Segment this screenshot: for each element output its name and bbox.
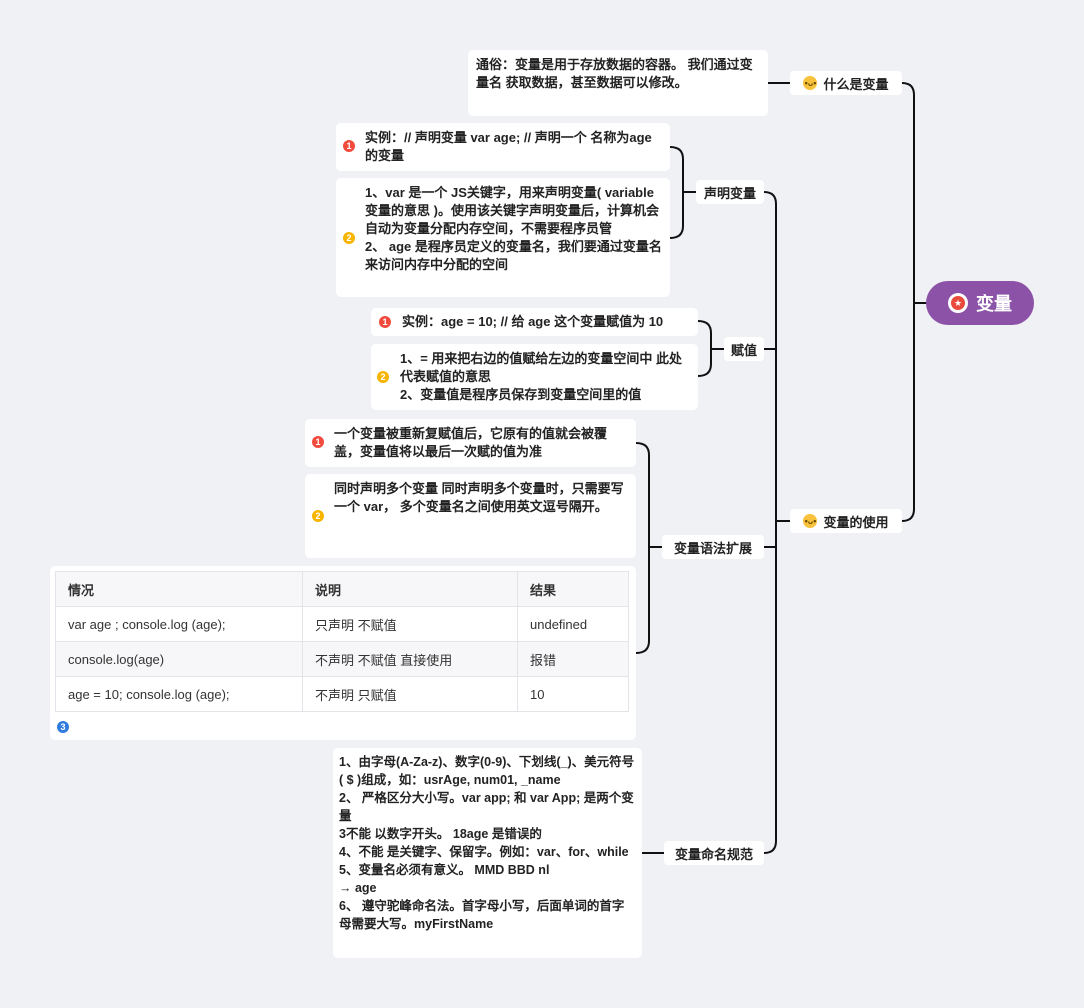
declare-item-2: 2 1、var 是一个 JS关键字，用来声明变量( variable 变量的意思… [336,178,670,297]
naming-note-text: 1、由字母(A-Za-z)、数字(0-9)、下划线(_)、美元符号( $ )组成… [339,755,635,931]
marker-2: 2 [312,510,324,522]
root-label: 变量 [976,294,1012,314]
thinking-face-icon: •ᴗ• [803,76,818,90]
marker-2: 2 [377,371,389,383]
table-cell: 10 [517,676,629,712]
table-cell: var age ; console.log (age); [55,606,303,642]
table-cell: console.log(age) [55,641,303,677]
table-row: console.log(age) 不声明 不赋值 直接使用 报错 [55,641,629,677]
star-icon: ★ [948,293,968,313]
assign-item-2-text: 1、= 用来把右边的值赋给左边的变量空间中 此处代表赋值的意思 2、变量值是程序… [400,351,683,402]
table-header-row: 情况 说明 结果 [55,571,629,607]
table-cell: 不声明 只赋值 [302,676,518,712]
syntax-item-1-text: 一个变量被重新复赋值后，它原有的值就会被覆盖，变量值将以最后一次赋的值为准 [334,426,608,459]
syntax-item-2: 2 同时声明多个变量 同时声明多个变量时，只需要写一个 var， 多个变量名之间… [305,474,636,558]
branch-assign-label: 赋值 [730,342,757,358]
branch-what-is[interactable]: •ᴗ• 什么是变量 [790,71,902,95]
marker-1: 1 [343,140,355,152]
branch-declare[interactable]: 声明变量 [696,180,764,204]
marker-1: 1 [379,316,391,328]
branch-usage[interactable]: •ᴗ• 变量的使用 [790,509,902,533]
declare-item-1-text: 实例：// 声明变量 var age; // 声明一个 名称为age 的变量 [365,130,652,163]
table-row: var age ; console.log (age); 只声明 不赋值 und… [55,606,629,642]
what-is-note: 通俗：变量是用于存放数据的容器。 我们通过变量名 获取数据，甚至数据可以修改。 [468,50,768,116]
naming-note: 1、由字母(A-Za-z)、数字(0-9)、下划线(_)、美元符号( $ )组成… [333,748,642,958]
branch-assign[interactable]: 赋值 [724,337,764,361]
table-header-cell: 情况 [55,571,303,607]
table-row: age = 10; console.log (age); 不声明 只赋值 10 [55,676,629,712]
table-cell: 只声明 不赋值 [302,606,518,642]
table-cell: undefined [517,606,629,642]
branch-declare-label: 声明变量 [703,185,756,201]
assign-item-2: 2 1、= 用来把右边的值赋给左边的变量空间中 此处代表赋值的意思 2、变量值是… [371,344,698,410]
branch-syntax-label: 变量语法扩展 [673,540,752,556]
declare-item-1: 1 实例：// 声明变量 var age; // 声明一个 名称为age 的变量 [336,123,670,171]
root-node[interactable]: ★ 变量 [926,281,1034,325]
branch-naming[interactable]: 变量命名规范 [664,841,764,865]
branch-naming-label: 变量命名规范 [674,846,753,862]
branch-usage-label: 变量的使用 [823,514,889,530]
table-header-cell: 说明 [302,571,518,607]
branch-what-is-label: 什么是变量 [823,76,889,92]
table-header-cell: 结果 [517,571,629,607]
table-cell: age = 10; console.log (age); [55,676,303,712]
marker-2: 2 [343,232,355,244]
var-table: 情况 说明 结果 var age ; console.log (age); 只声… [55,571,629,712]
marker-3: 3 [57,721,69,733]
table-cell: 不声明 不赋值 直接使用 [302,641,518,677]
assign-item-1: 1 实例：age = 10; // 给 age 这个变量赋值为 10 [371,308,698,336]
declare-item-2-text: 1、var 是一个 JS关键字，用来声明变量( variable 变量的意思 )… [365,185,662,272]
syntax-item-2-text: 同时声明多个变量 同时声明多个变量时，只需要写一个 var， 多个变量名之间使用… [334,481,624,514]
table-cell: 报错 [517,641,629,677]
what-is-note-text: 通俗：变量是用于存放数据的容器。 我们通过变量名 获取数据，甚至数据可以修改。 [476,57,753,90]
branch-syntax[interactable]: 变量语法扩展 [662,535,764,559]
thinking-face-icon: •ᴗ• [803,514,818,528]
syntax-item-1: 1 一个变量被重新复赋值后，它原有的值就会被覆盖，变量值将以最后一次赋的值为准 [305,419,636,467]
assign-item-1-text: 实例：age = 10; // 给 age 这个变量赋值为 10 [402,314,664,329]
marker-1: 1 [312,436,324,448]
